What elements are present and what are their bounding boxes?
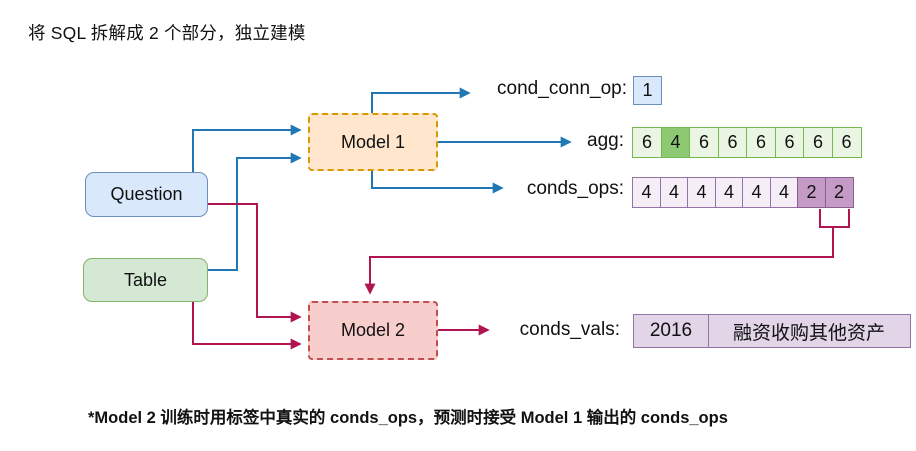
- agg-cell: 6: [831, 127, 862, 158]
- model1-label: Model 1: [340, 131, 406, 152]
- conds-vals-cell: 融资收购其他资产: [707, 314, 911, 348]
- wire-conds-ops-to-model2: [364, 227, 834, 295]
- conds-vals-label: conds_vals:: [519, 319, 620, 340]
- footnote: *Model 2 训练时用标签中真实的 conds_ops，预测时接受 Mode…: [88, 409, 728, 427]
- model2-node: Model 2: [308, 301, 438, 360]
- cond-conn-op-value: 1: [633, 76, 662, 105]
- conds-ops-cell: 4: [687, 177, 716, 208]
- conds-ops-cell-highlighted: 2: [824, 177, 854, 208]
- wire-model1-to-cond-conn-op: [371, 87, 471, 113]
- agg-cell: 6: [803, 127, 833, 158]
- cond-conn-op-value-text: 1: [642, 80, 653, 100]
- agg-cell: 6: [717, 127, 748, 158]
- conds-vals-value-cells: 2016 融资收购其他资产: [633, 314, 911, 348]
- conds-ops-label: conds_ops:: [526, 178, 624, 199]
- conds-ops-cell: 4: [714, 177, 744, 208]
- agg-value-cells: 6 4 6 6 6 6 6 6: [632, 127, 862, 158]
- model2-label: Model 2: [340, 320, 406, 340]
- wire-question-to-model1: [192, 124, 302, 172]
- agg-label: agg:: [587, 130, 624, 151]
- wire-model1-to-conds-ops: [371, 171, 504, 194]
- conds-ops-cell: 4: [769, 177, 799, 208]
- wire-question-to-model2: [208, 203, 302, 323]
- conds-ops-cell-highlighted: 2: [797, 177, 826, 208]
- conds-ops-cell: 4: [742, 177, 771, 208]
- table-label: Table: [123, 269, 168, 290]
- table-node: Table: [83, 258, 208, 302]
- question-node: Question: [85, 172, 208, 217]
- agg-cell-highlighted: 4: [660, 127, 691, 158]
- conds-ops-bracket: [819, 209, 850, 228]
- conds-vals-cell: 2016: [633, 314, 709, 348]
- agg-cell: 6: [774, 127, 805, 158]
- agg-cell: 6: [632, 127, 662, 158]
- model1-node: Model 1: [308, 113, 438, 171]
- cond-conn-op-label: cond_conn_op:: [497, 78, 627, 99]
- conds-ops-cell: 4: [632, 177, 661, 208]
- conds-ops-cell: 4: [659, 177, 689, 208]
- conds-ops-value-cells: 4 4 4 4 4 4 2 2: [632, 177, 854, 208]
- wire-table-to-model1: [208, 152, 302, 271]
- agg-cell: 6: [689, 127, 719, 158]
- agg-cell: 6: [746, 127, 776, 158]
- wire-table-to-model2: [192, 302, 302, 350]
- question-label: Question: [110, 184, 183, 204]
- title: 将 SQL 拆解成 2 个部分，独立建模: [28, 23, 306, 43]
